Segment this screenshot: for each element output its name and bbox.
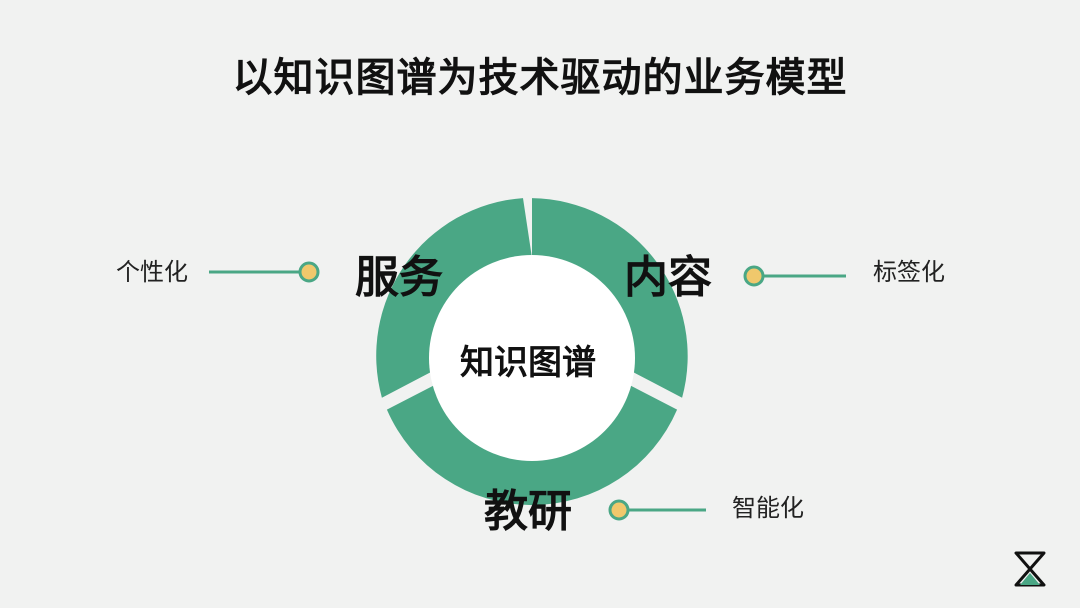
side-label-intelligence: 智能化 — [732, 494, 804, 522]
service-segment — [376, 198, 532, 398]
connector-dot-tagging — [743, 265, 765, 287]
side-label-tagging: 标签化 — [873, 258, 945, 286]
hourglass-x-logo-icon — [1014, 551, 1046, 587]
side-label-personalization: 个性化 — [116, 258, 188, 286]
center-label: 知识图谱 — [460, 343, 596, 383]
content-segment — [532, 198, 688, 398]
center-circle — [429, 255, 635, 461]
connector-dot-personalization — [298, 261, 320, 283]
page-title: 以知识图谱为技术驱动的业务模型 — [232, 55, 848, 101]
segment-label-content: 内容 — [624, 252, 712, 303]
connector-dot-intelligence — [608, 499, 630, 521]
segment-label-service: 服务 — [355, 252, 443, 303]
segment-label-teaching-research: 教研 — [484, 486, 572, 537]
